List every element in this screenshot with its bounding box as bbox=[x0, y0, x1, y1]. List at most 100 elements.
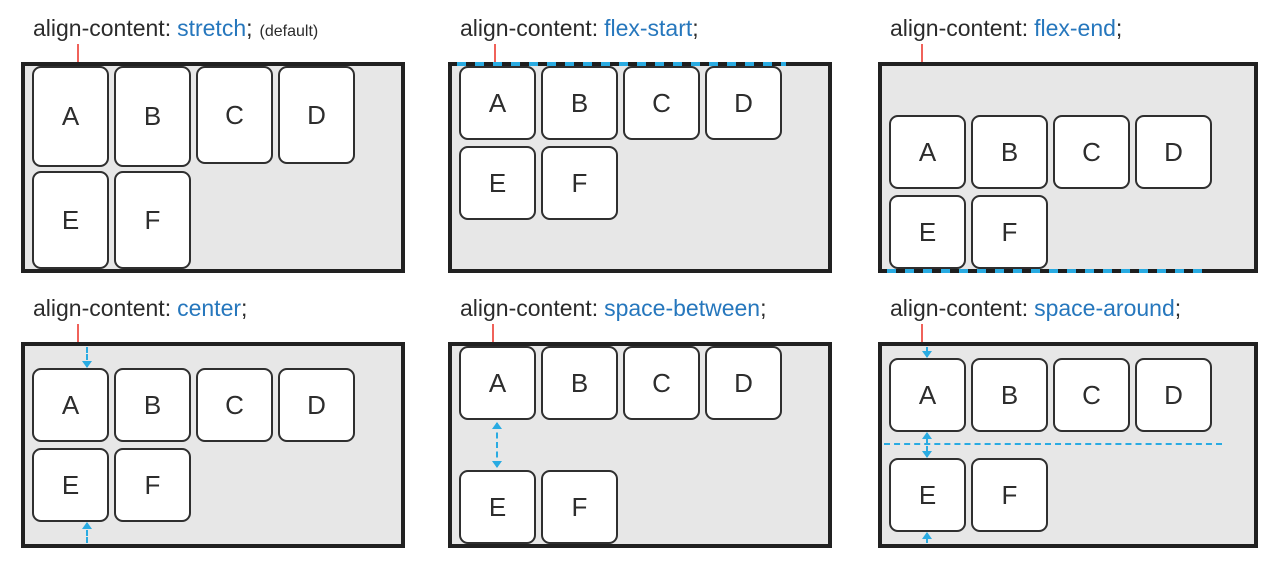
css-property-value: space-between bbox=[604, 295, 761, 321]
guide-dashed-line bbox=[884, 443, 1222, 445]
flex-item-e: E bbox=[459, 146, 536, 220]
arrow-head bbox=[922, 451, 932, 458]
css-property-value: stretch bbox=[177, 15, 247, 41]
flex-item-d: D bbox=[1135, 115, 1212, 189]
arrow-head bbox=[82, 361, 92, 368]
flex-item-a: A bbox=[459, 346, 536, 420]
flex-container: A B C D E F bbox=[21, 62, 405, 273]
css-property-name: align-content: bbox=[890, 15, 1029, 41]
flex-item-f: F bbox=[114, 448, 191, 522]
css-property-value: flex-end bbox=[1034, 15, 1116, 41]
flex-item-f: F bbox=[971, 195, 1048, 269]
flex-item-f: F bbox=[971, 458, 1048, 532]
flex-item-f: F bbox=[541, 146, 618, 220]
flex-item-a: A bbox=[889, 358, 966, 432]
semicolon: ; bbox=[241, 295, 248, 321]
arrow-head bbox=[922, 532, 932, 539]
panel-space-around: align-content:space-around; A B C D E F bbox=[878, 294, 1258, 548]
guide-arrow-down-icon bbox=[921, 346, 933, 358]
flex-item-b: B bbox=[541, 346, 618, 420]
css-property-name: align-content: bbox=[33, 15, 172, 41]
flex-item-a: A bbox=[32, 66, 109, 167]
arrow-dash bbox=[86, 347, 88, 367]
panel-title: align-content:space-between; bbox=[460, 294, 832, 322]
semicolon: ; bbox=[1174, 295, 1182, 321]
css-property-value: center bbox=[177, 295, 242, 321]
flex-item-c: C bbox=[623, 66, 700, 140]
flex-item-f: F bbox=[114, 171, 191, 269]
guide-arrow-double-icon bbox=[491, 422, 503, 468]
arrow-head bbox=[82, 522, 92, 529]
panel-title: align-content:space-around; bbox=[890, 294, 1258, 322]
css-property-value: flex-start bbox=[604, 15, 693, 41]
guide-arrow-down-icon bbox=[81, 346, 93, 368]
flex-item-f: F bbox=[541, 470, 618, 544]
flex-item-c: C bbox=[196, 368, 273, 442]
flex-item-d: D bbox=[278, 368, 355, 442]
arrow-head bbox=[492, 461, 502, 468]
panel-title: align-content:center; bbox=[33, 294, 405, 322]
pointer-line bbox=[77, 44, 79, 62]
flex-container: A B C D E F bbox=[21, 342, 405, 548]
flex-item-e: E bbox=[32, 448, 109, 522]
arrow-dash bbox=[86, 523, 88, 543]
flex-item-e: E bbox=[889, 195, 966, 269]
guide-arrow-up-icon bbox=[81, 522, 93, 544]
panel-title: align-content:flex-end; bbox=[890, 14, 1258, 42]
semicolon: ; bbox=[692, 15, 699, 41]
panel-title: align-content:flex-start; bbox=[460, 14, 832, 42]
flex-item-e: E bbox=[889, 458, 966, 532]
pointer-line bbox=[921, 324, 923, 342]
flex-item-c: C bbox=[196, 66, 273, 164]
panel-flex-start: align-content:flex-start; A B C D E F bbox=[448, 14, 832, 273]
panel-stretch: align-content:stretch; (default) A B C D … bbox=[21, 14, 405, 273]
flex-item-d: D bbox=[705, 66, 782, 140]
flex-item-c: C bbox=[1053, 115, 1130, 189]
guide-arrow-up-icon bbox=[921, 532, 933, 544]
panel-title: align-content:stretch; (default) bbox=[33, 14, 405, 42]
flex-item-b: B bbox=[971, 358, 1048, 432]
pointer-zone bbox=[878, 42, 1258, 62]
pointer-line bbox=[492, 324, 494, 342]
flex-item-b: B bbox=[114, 368, 191, 442]
flex-item-c: C bbox=[623, 346, 700, 420]
css-property-value: space-around bbox=[1034, 295, 1175, 321]
pointer-zone bbox=[878, 322, 1258, 342]
flex-container: A B C D E F bbox=[448, 62, 832, 273]
flex-item-d: D bbox=[705, 346, 782, 420]
flex-item-a: A bbox=[889, 115, 966, 189]
flex-item-b: B bbox=[541, 66, 618, 140]
guide-arrow-up-icon bbox=[921, 432, 933, 445]
arrow-head bbox=[922, 432, 932, 439]
panel-flex-end: align-content:flex-end; A B C D E F bbox=[878, 14, 1258, 273]
flex-container: A B C D E F bbox=[878, 342, 1258, 548]
flex-item-d: D bbox=[1135, 358, 1212, 432]
flex-item-d: D bbox=[278, 66, 355, 164]
start-edge-highlight bbox=[448, 62, 786, 66]
css-property-name: align-content: bbox=[33, 295, 172, 321]
semicolon: ; bbox=[760, 295, 767, 321]
panel-space-between: align-content:space-between; A B C D E F bbox=[448, 294, 832, 548]
css-property-name: align-content: bbox=[890, 295, 1029, 321]
pointer-line bbox=[494, 44, 496, 62]
flex-container: A B C D E F bbox=[878, 62, 1258, 273]
semicolon: ; bbox=[246, 15, 253, 41]
default-note: (default) bbox=[259, 23, 319, 40]
arrow-head bbox=[922, 351, 932, 358]
flex-item-a: A bbox=[459, 66, 536, 140]
flex-item-c: C bbox=[1053, 358, 1130, 432]
pointer-zone bbox=[448, 42, 832, 62]
semicolon: ; bbox=[1115, 15, 1123, 41]
end-edge-highlight bbox=[878, 269, 1210, 273]
pointer-line bbox=[77, 324, 79, 342]
pointer-zone bbox=[21, 42, 405, 62]
flex-item-e: E bbox=[32, 171, 109, 269]
flex-container: A B C D E F bbox=[448, 342, 832, 548]
guide-arrow-down-icon bbox=[921, 445, 933, 458]
css-property-name: align-content: bbox=[460, 295, 599, 321]
flex-item-b: B bbox=[971, 115, 1048, 189]
flex-item-b: B bbox=[114, 66, 191, 167]
flex-item-e: E bbox=[459, 470, 536, 544]
pointer-zone bbox=[21, 322, 405, 342]
